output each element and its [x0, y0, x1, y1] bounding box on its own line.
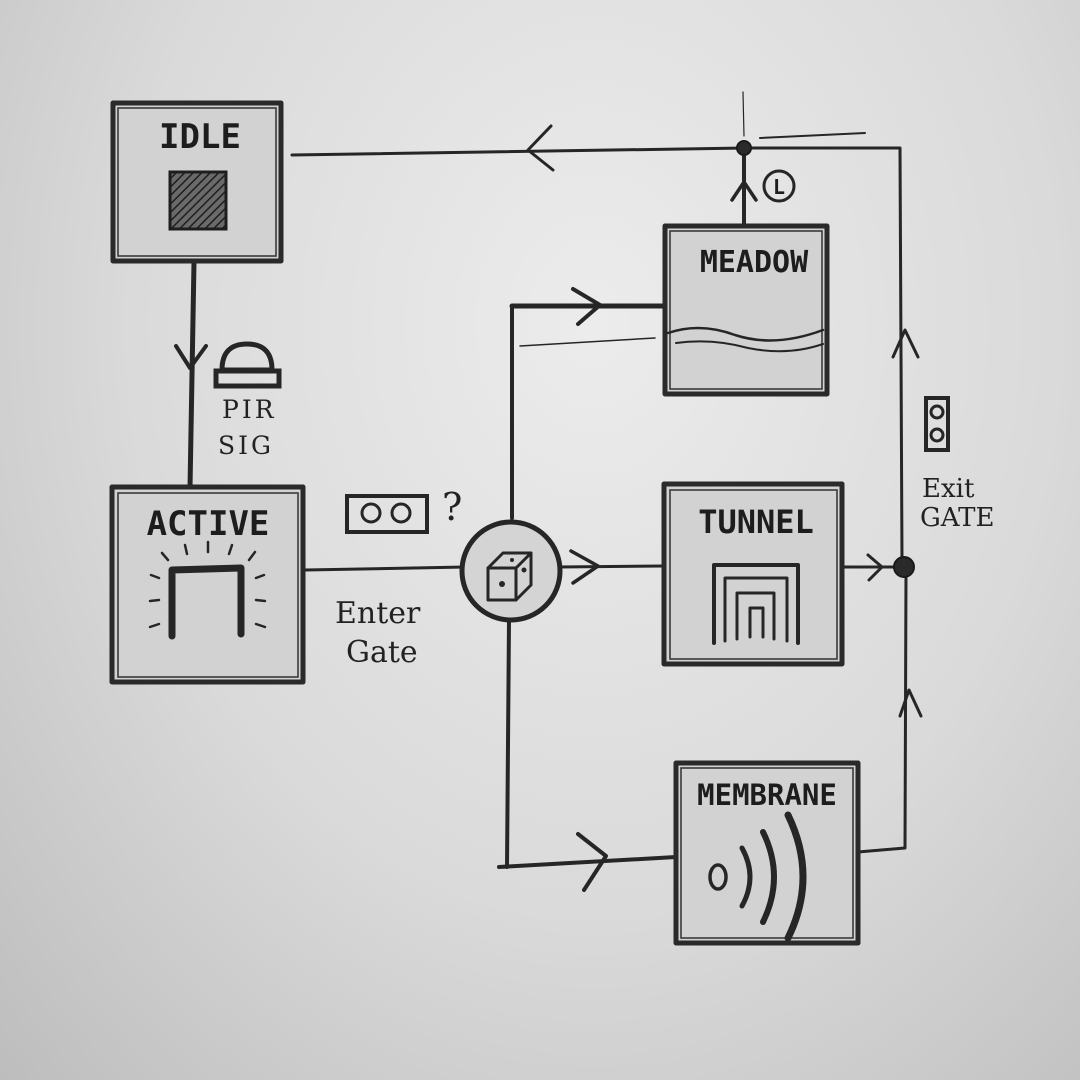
arrow-up-icon [730, 180, 758, 202]
node-meadow: MEADOW [662, 223, 830, 397]
node-membrane-box [680, 767, 854, 939]
node-meadow-box [662, 223, 830, 397]
node-active: ACTIVE [109, 484, 306, 685]
pir-label-line1: PIR [222, 395, 277, 424]
meadow-wave [675, 340, 824, 353]
connector-active-to-hub [303, 565, 468, 572]
node-active-box [117, 492, 299, 678]
circled-l-icon: L [762, 169, 796, 203]
random-hub-circle [459, 519, 563, 623]
node-tunnel-label: TUNNEL [698, 503, 814, 541]
node-idle-box [117, 107, 277, 257]
glowing-gate-icon [148, 540, 267, 640]
node-idle: IDLE [110, 100, 284, 264]
enter-gate-line1: Enter [335, 596, 421, 631]
arrow-up-icon [891, 328, 920, 359]
connector-return-to-idle [759, 132, 866, 139]
node-tunnel-box [669, 489, 838, 660]
two-light-panel-icon [345, 494, 429, 534]
dice-icon [486, 551, 533, 602]
connector-meadow-to-junction [742, 91, 745, 137]
arrow-right-icon [576, 832, 608, 892]
question-mark: ? [442, 485, 462, 529]
pir-label-line2: SIG [218, 431, 274, 460]
node-meadow-box [669, 230, 823, 390]
node-tunnel: TUNNEL [661, 481, 845, 667]
connector-hub-to-tunnel [556, 564, 665, 569]
node-idle-label: IDLE [159, 117, 241, 157]
random-hub [459, 519, 563, 623]
sound-waves-icon [708, 811, 807, 942]
meadow-wave [666, 326, 825, 342]
node-membrane: MEMBRANE [673, 760, 861, 946]
connector-membrane-to-exit [856, 571, 908, 854]
enter-gate-line2: Gate [346, 635, 418, 670]
exit-gate-line1: Exit [922, 474, 975, 504]
node-membrane-box [673, 760, 861, 946]
exit-gate-line2: GATE [920, 503, 994, 533]
junction-dot [893, 556, 915, 578]
arrow-up-icon [898, 688, 923, 718]
junction-dot [736, 140, 752, 156]
connector-hub-to-membrane [497, 855, 678, 869]
connector-hub-to-membrane [505, 618, 511, 869]
nested-arch-icon [712, 563, 800, 645]
arrow-right-icon [866, 553, 884, 582]
traffic-light-icon [924, 396, 950, 452]
arrow-left-icon [526, 124, 555, 172]
connector-idle-to-active [187, 259, 197, 491]
connector-return-to-idle [290, 146, 904, 562]
node-active-label: ACTIVE [147, 504, 270, 544]
dome-sensor-icon [213, 341, 282, 389]
arrow-down-icon [174, 344, 208, 370]
timer-letter: L [773, 175, 785, 199]
connector-hub-to-meadow [519, 337, 656, 347]
arrow-right-icon [571, 287, 602, 326]
arrow-right-icon [569, 549, 600, 585]
node-tunnel-box [661, 481, 845, 667]
hatched-square-icon [168, 170, 228, 231]
node-meadow-label: MEADOW [700, 245, 809, 280]
node-membrane-label: MEMBRANE [697, 778, 837, 812]
node-active-box [109, 484, 306, 685]
connectors [174, 91, 923, 892]
